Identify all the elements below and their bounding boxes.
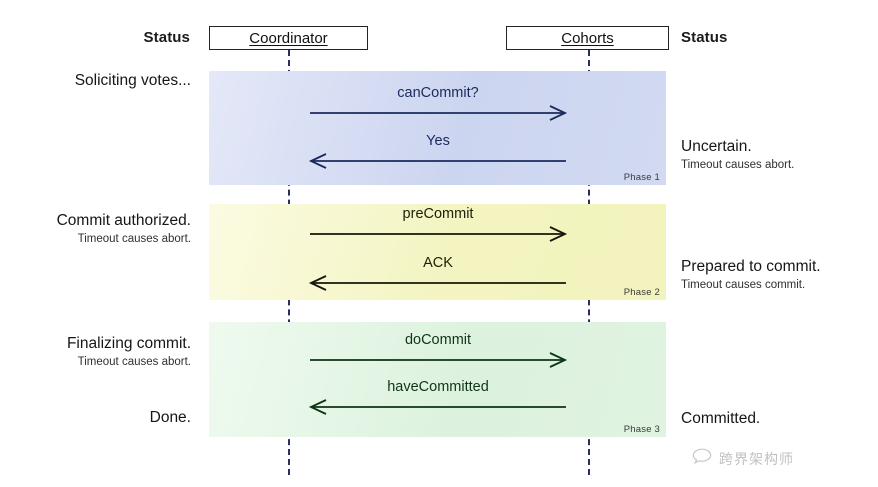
cohorts-status-3-main: Committed.	[681, 410, 761, 427]
cohorts-status-1-main: Uncertain.	[681, 138, 752, 155]
actor-label-coordinator: Coordinator	[249, 29, 328, 47]
status-header-right: Status	[681, 29, 728, 46]
cohorts-status-2-main: Prepared to commit.	[681, 258, 821, 275]
arrow-left-yes	[308, 153, 566, 169]
message-label-cancommit: canCommit?	[397, 85, 479, 101]
status-header-left: Status	[143, 29, 190, 46]
message-ack: ACK	[308, 255, 566, 291]
message-label-ack: ACK	[423, 255, 453, 271]
cohorts-status-2: Prepared to commit. Timeout causes commi…	[681, 258, 878, 293]
message-label-precommit: preCommit	[402, 206, 474, 222]
phase-band-2: Phase 2	[209, 204, 666, 300]
arrow-left-ack	[308, 275, 566, 291]
coordinator-status-2-main: Commit authorized.	[56, 212, 191, 229]
message-label-docommit: doCommit	[404, 332, 472, 348]
phase-band-1: Phase 1	[209, 71, 666, 185]
phase-band-3: Phase 3	[209, 322, 666, 437]
phase-label-2: Phase 2	[623, 287, 660, 298]
message-cancommit: canCommit?	[310, 85, 568, 121]
arrow-left-havecommitted	[308, 399, 566, 415]
coordinator-status-3-main: Finalizing commit.	[66, 335, 191, 352]
arrow-right-cancommit	[310, 105, 568, 121]
message-docommit: doCommit	[310, 332, 568, 368]
message-havecommitted: haveCommitted	[308, 379, 566, 415]
chat-bubble-icon	[692, 448, 712, 469]
arrow-right-precommit	[310, 226, 568, 242]
coordinator-status-3-sub: Timeout causes abort.	[77, 355, 191, 368]
message-yes: Yes	[308, 133, 566, 169]
watermark: 跨界架构师	[692, 448, 794, 469]
actor-label-cohorts: Cohorts	[561, 29, 614, 47]
cohorts-status-1-sub: Timeout causes abort.	[681, 158, 795, 171]
arrow-right-docommit	[310, 352, 568, 368]
cohorts-status-2-sub: Timeout causes commit.	[681, 278, 806, 291]
coordinator-status-1-main: Soliciting votes...	[74, 72, 191, 89]
cohorts-status-3: Committed.	[681, 410, 878, 428]
phase-label-3: Phase 3	[623, 424, 660, 435]
watermark-text: 跨界架构师	[719, 450, 794, 467]
message-label-havecommitted: haveCommitted	[387, 379, 489, 395]
cohorts-status-1: Uncertain. Timeout causes abort.	[681, 138, 878, 173]
message-label-yes: Yes	[426, 133, 450, 149]
coordinator-status-2: Commit authorized. Timeout causes abort.	[0, 212, 191, 247]
phase-band-2-fill	[209, 204, 666, 300]
coordinator-status-4-main: Done.	[149, 409, 191, 426]
coordinator-status-4: Done.	[0, 409, 191, 427]
coordinator-status-1: Soliciting votes...	[0, 72, 191, 90]
actor-box-coordinator: Coordinator	[209, 26, 368, 50]
phase-band-1-fill	[209, 71, 666, 185]
coordinator-status-3: Finalizing commit. Timeout causes abort.	[0, 335, 191, 370]
phase-label-1: Phase 1	[623, 172, 660, 183]
actor-box-cohorts: Cohorts	[506, 26, 669, 50]
phase-band-3-fill	[209, 322, 666, 437]
message-precommit: preCommit	[310, 206, 568, 242]
coordinator-status-2-sub: Timeout causes abort.	[77, 232, 191, 245]
